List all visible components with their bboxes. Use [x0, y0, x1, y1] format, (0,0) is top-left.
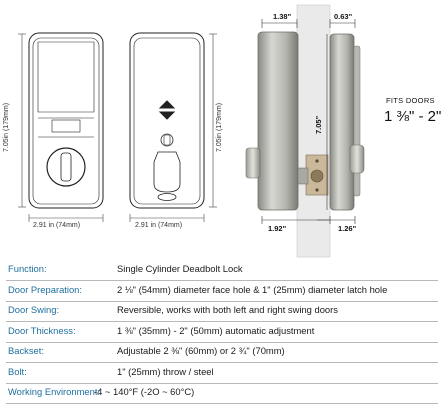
spec-row-function: Function: Single Cylinder Deadbolt Lock	[6, 260, 442, 281]
spec-table: Function: Single Cylinder Deadbolt Lock …	[6, 260, 442, 404]
divider	[6, 342, 438, 343]
spec-label: Door Swing:	[8, 304, 60, 315]
spec-value: 1" (25mm) throw / steel	[117, 365, 214, 377]
front-width-label: 2.91 in (74mm)	[33, 222, 81, 229]
back-height-label: 7.05in (179mm)	[216, 102, 223, 152]
divider	[6, 280, 438, 281]
spec-value: Single Cylinder Deadbolt Lock	[117, 263, 243, 274]
product-drawings	[18, 4, 365, 258]
front-height-dimension	[18, 33, 26, 208]
spec-row-backset: Backset: Adjustable 2 ⅜" (60mm) or 2 ¾" …	[6, 342, 442, 363]
divider	[6, 383, 438, 384]
divider	[6, 321, 438, 322]
divider	[6, 362, 438, 363]
spec-label: Door Preparation:	[8, 283, 82, 295]
spec-row-door-swing: Door Swing: Reversible, works with both …	[6, 301, 442, 322]
back-lock-drawing	[129, 32, 205, 209]
fits-doors-range: 1 ⅜" - 2"	[384, 108, 442, 125]
front-width-dimension	[28, 214, 104, 222]
spec-row-door-thickness: Door Thickness: 1 ⅜" (35mm) - 2" (50mm) …	[6, 322, 442, 343]
side-height-label: 7.05"	[314, 115, 323, 134]
side-lock-photo	[245, 4, 365, 258]
front-height-label: 7.05in (179mm)	[3, 102, 10, 152]
back-width-dimension	[129, 214, 205, 222]
divider	[6, 301, 438, 302]
spec-row-door-preparation: Door Preparation: 2 ⅛" (54mm) diameter f…	[6, 281, 442, 302]
side-bottom-left-label: 1.92"	[268, 224, 287, 233]
spec-row-bolt: Bolt: 1" (25mm) throw / steel	[6, 363, 442, 384]
front-lock-drawing	[28, 32, 104, 209]
divider	[6, 403, 438, 404]
fits-doors-label: FITS DOORS	[386, 96, 435, 105]
spec-row-working-environment: Working Environment: -4 ~ 140°F (-2O ~ 6…	[6, 383, 442, 404]
spec-value: 1 ⅜" (35mm) - 2" (50mm) automatic adjust…	[117, 324, 315, 336]
spec-label: Function:	[8, 263, 47, 274]
side-top-dimensions	[261, 19, 356, 28]
side-top-left-label: 1.38"	[273, 12, 292, 21]
spec-value: Reversible, works with both left and rig…	[117, 304, 338, 315]
side-top-right-label: 0.63"	[334, 12, 353, 21]
spec-label: Bolt:	[8, 365, 27, 377]
back-height-dimension	[209, 33, 217, 208]
spec-label: Working Environment:	[8, 386, 101, 397]
spec-value: Adjustable 2 ⅜" (60mm) or 2 ¾" (70mm)	[117, 345, 285, 356]
spec-value: 2 ⅛" (54mm) diameter face hole & 1" (25m…	[117, 283, 388, 295]
spec-value: -4 ~ 140°F (-2O ~ 60°C)	[94, 386, 195, 397]
side-bottom-dimensions	[261, 216, 356, 224]
spec-label: Door Thickness:	[8, 324, 76, 336]
back-width-label: 2.91 in (74mm)	[135, 222, 183, 229]
spec-label: Backset:	[8, 345, 44, 356]
side-bottom-right-label: 1.26"	[338, 224, 357, 233]
